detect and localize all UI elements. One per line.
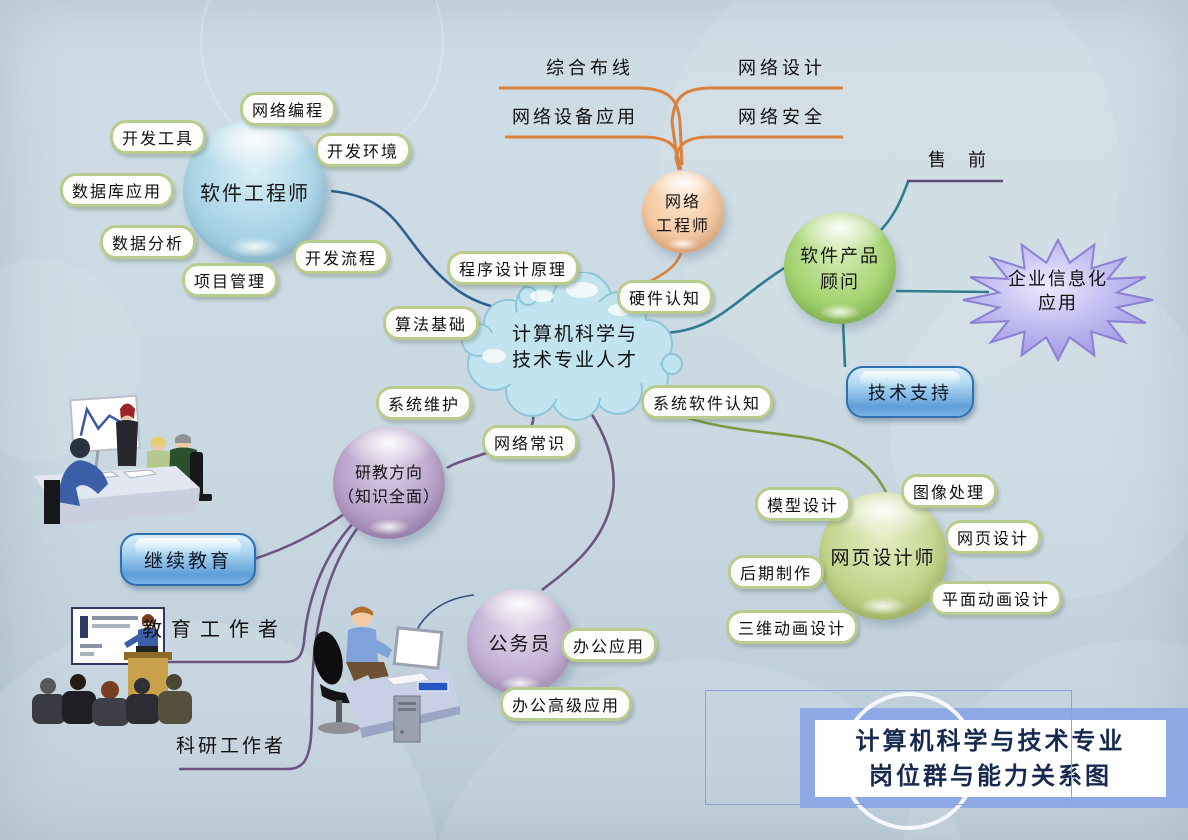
node-continuing-education[interactable]: 继续教育 (120, 533, 256, 586)
skill-pill-3d-animation[interactable]: 三维动画设计 (726, 610, 859, 644)
node-label-line1: 研教方向 (354, 463, 423, 482)
skill-pill-dev-process[interactable]: 开发流程 (293, 240, 390, 274)
lecture-clipart[interactable] (32, 606, 202, 738)
connector-softeng-cloud (330, 189, 509, 312)
central-node-line1: 计算机科学与 (511, 323, 638, 345)
monitor-icon (384, 626, 444, 686)
skill-pill-project-mgmt[interactable]: 项目管理 (182, 263, 279, 297)
connector-cloud-consultant (661, 265, 787, 335)
connector-research-continuing (253, 510, 348, 561)
underline-net-equipment (505, 135, 683, 171)
node-research-track[interactable]: 研教方向 （知识全面） (333, 427, 445, 539)
node-label-line1: 软件产品 (800, 246, 880, 267)
node-tech-support[interactable]: 技术支持 (846, 366, 974, 418)
audience-silhouettes (32, 674, 192, 726)
diagram-title-line2: 岗位群与能力关系图 (869, 761, 1112, 790)
underline-researcher (179, 525, 361, 771)
underline-net-security (674, 135, 843, 171)
skill-pill-office-apps[interactable]: 办公应用 (561, 628, 658, 662)
node-label-line1: 网络 (664, 192, 701, 211)
connector-cloud-webdesigner (643, 399, 888, 493)
node-software-engineer[interactable]: 软件工程师 (183, 119, 327, 263)
skill-pill-network-basics[interactable]: 网络常识 (482, 425, 579, 459)
skill-pill-web-design[interactable]: 网页设计 (945, 520, 1042, 554)
skill-pill-net-programming[interactable]: 网络编程 (240, 92, 337, 126)
underline-educator (131, 520, 356, 664)
starburst-shape (962, 237, 1154, 363)
node-label: 公务员 (488, 632, 552, 655)
meeting-clipart[interactable] (28, 392, 218, 537)
node-label: 软件工程师 (200, 180, 310, 205)
node-civil-servant[interactable]: 公务员 (467, 589, 573, 695)
skill-pill-flat-animation[interactable]: 平面动画设计 (930, 581, 1063, 615)
node-label-line2: 顾问 (820, 272, 860, 293)
label-presales[interactable]: 售 前 (928, 150, 988, 171)
capsule-label: 继续教育 (143, 550, 232, 572)
capsule-label: 技术支持 (868, 383, 952, 404)
node-label: 网页设计师 (830, 546, 936, 569)
skill-pill-post-production[interactable]: 后期制作 (728, 555, 825, 589)
workstation-clipart[interactable] (298, 600, 463, 750)
label-educator[interactable]: 教育工作者 (142, 617, 287, 641)
diagram-title-line1: 计算机科学与技术专业 (855, 726, 1126, 755)
enterprise-line2: 应用 (1038, 293, 1078, 315)
label-cabling[interactable]: 综合布线 (546, 58, 634, 79)
connector-consultant-presales (878, 181, 910, 233)
skill-pill-model-design[interactable]: 模型设计 (755, 487, 852, 521)
label-researcher[interactable]: 科研工作者 (176, 735, 287, 757)
skill-pill-data-analysis[interactable]: 数据分析 (100, 225, 197, 259)
skill-pill-system-software[interactable]: 系统软件认知 (641, 385, 774, 419)
node-enterprise-informatization[interactable] (960, 237, 1156, 363)
skill-pill-algorithms[interactable]: 算法基础 (383, 306, 480, 340)
connector-consultant-enterprise (895, 289, 990, 294)
skill-pill-dev-env[interactable]: 开发环境 (315, 133, 412, 167)
pc-tower-icon (393, 695, 421, 743)
skill-pill-hardware[interactable]: 硬件认知 (617, 280, 714, 314)
skill-pill-database[interactable]: 数据库应用 (60, 173, 175, 207)
label-net-equipment[interactable]: 网络设备应用 (512, 107, 638, 128)
label-net-security[interactable]: 网络安全 (738, 107, 826, 128)
connector-cloud-civil (541, 409, 615, 591)
skill-pill-maintenance[interactable]: 系统维护 (376, 386, 473, 420)
standing-woman (116, 403, 138, 466)
central-node-line2: 技术专业人才 (511, 348, 638, 371)
node-label-line2: （知识全面） (337, 487, 440, 506)
back-view-man (44, 438, 108, 524)
connector-consultant-techsupport (841, 321, 847, 368)
skill-pill-dev-tools[interactable]: 开发工具 (110, 120, 207, 154)
enterprise-label: 企业信息化 应用 (960, 268, 1156, 317)
label-net-design[interactable]: 网络设计 (738, 58, 826, 79)
book-icon (417, 681, 449, 692)
node-network-engineer[interactable]: 网络 工程师 (642, 171, 724, 253)
central-node-label: 计算机科学与 技术专业人才 (450, 322, 700, 373)
node-label-line2: 工程师 (655, 216, 710, 235)
skill-pill-advanced-office[interactable]: 办公高级应用 (500, 687, 633, 721)
underline-cabling (499, 86, 684, 166)
skill-pill-image-processing[interactable]: 图像处理 (901, 474, 998, 508)
enterprise-line1: 企业信息化 (1008, 269, 1108, 290)
node-product-consultant[interactable]: 软件产品 顾问 (784, 212, 896, 324)
diagram-title: 计算机科学与技术专业 岗位群与能力关系图 (815, 720, 1166, 797)
skill-pill-principles[interactable]: 程序设计原理 (447, 251, 580, 285)
underline-net-design (670, 86, 843, 166)
